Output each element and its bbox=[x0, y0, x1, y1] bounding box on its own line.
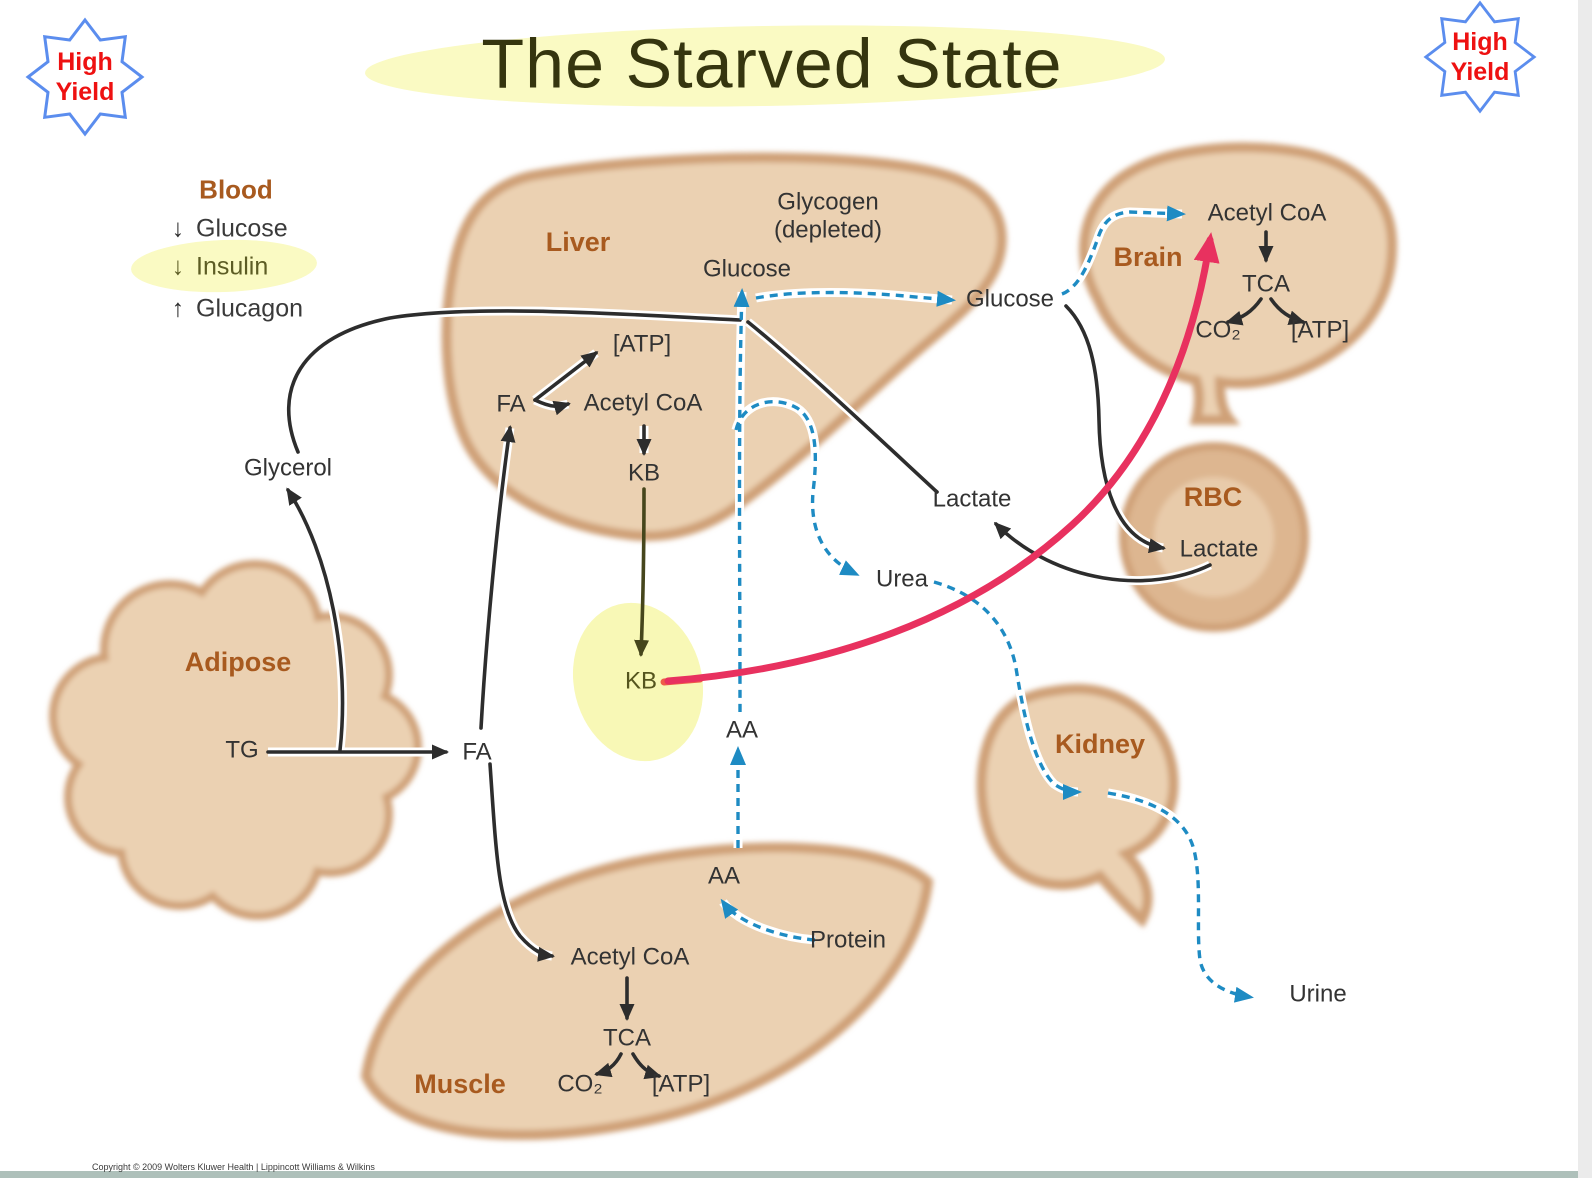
label-aa-blood: AA bbox=[725, 716, 759, 744]
label-glycerol: Glycerol bbox=[243, 454, 333, 482]
insulin-highlight bbox=[131, 239, 317, 293]
label-kidney-name: Kidney bbox=[1054, 728, 1146, 759]
label-brain-name: Brain bbox=[1113, 241, 1183, 272]
highlighter-marks bbox=[131, 25, 1165, 762]
label-muscle-atp: [ATP] bbox=[651, 1070, 711, 1098]
label-liver-fa: FA bbox=[496, 390, 526, 418]
badge-text-line: Yield bbox=[55, 78, 115, 106]
label-brain-tca: TCA bbox=[1242, 270, 1290, 298]
label-brain-acetyl-coa: Acetyl CoA bbox=[1207, 199, 1327, 227]
starburst-icon bbox=[1423, 0, 1537, 114]
liver-shape bbox=[441, 152, 1007, 542]
high-yield-badge-left: High Yield bbox=[25, 17, 145, 137]
high-yield-badge-right: High Yield bbox=[1421, 0, 1539, 114]
label-liver-glycogen-depleted: (depleted) bbox=[773, 216, 883, 244]
adipose-shape bbox=[49, 560, 422, 920]
label-muscle-tca: TCA bbox=[603, 1024, 651, 1052]
blood-item-glucose: ↓ Glucose bbox=[168, 215, 288, 244]
starburst-icon bbox=[25, 17, 145, 137]
label-muscle-co2: CO₂ bbox=[557, 1070, 603, 1098]
page-title: The Starved State bbox=[481, 24, 1063, 103]
blood-item-insulin: ↓ Insulin bbox=[168, 252, 269, 282]
label-liver-glucose: Glucose bbox=[702, 255, 792, 283]
blood-item-label: Insulin bbox=[196, 252, 269, 281]
copyright-text: Copyright © 2009 Wolters Kluwer Health |… bbox=[92, 1162, 375, 1172]
label-urine: Urine bbox=[1289, 980, 1347, 1008]
label-liver-atp: [ATP] bbox=[612, 330, 672, 358]
label-liver-name: Liver bbox=[545, 226, 611, 257]
label-rbc-name: RBC bbox=[1183, 481, 1243, 512]
brain-shape bbox=[1079, 142, 1398, 425]
down-arrow-icon: ↓ bbox=[171, 252, 185, 281]
label-glucose-blood: Glucose bbox=[965, 285, 1055, 313]
up-arrow-icon: ↑ bbox=[171, 294, 185, 323]
title-highlight bbox=[365, 25, 1165, 107]
label-brain-co2: CO₂ bbox=[1195, 316, 1241, 344]
label-muscle-name: Muscle bbox=[414, 1068, 506, 1099]
label-rbc-lactate: Lactate bbox=[1179, 535, 1259, 563]
label-kb-blood: KB bbox=[624, 667, 658, 695]
label-liver-acetyl-coa: Acetyl CoA bbox=[583, 389, 703, 417]
footer-bar bbox=[0, 1171, 1578, 1178]
blood-panel-heading: Blood bbox=[199, 174, 273, 205]
label-urea: Urea bbox=[875, 565, 929, 593]
label-adipose-tg: TG bbox=[225, 736, 259, 764]
down-arrow-icon: ↓ bbox=[171, 214, 185, 243]
blood-item-label: Glucagon bbox=[196, 294, 304, 323]
badge-text-line: High bbox=[57, 48, 113, 76]
label-liver-glycogen: Glycogen bbox=[777, 188, 879, 216]
label-muscle-aa: AA bbox=[707, 862, 741, 890]
blood-item-label: Glucose bbox=[196, 214, 288, 243]
blood-item-glucagon: ↑ Glucagon bbox=[168, 295, 303, 324]
badge-text-line: High bbox=[1452, 28, 1508, 56]
label-protein: Protein bbox=[809, 926, 887, 954]
label-adipose-name: Adipose bbox=[184, 646, 292, 677]
right-edge-strip bbox=[1578, 0, 1592, 1178]
label-lactate-blood: Lactate bbox=[932, 485, 1012, 513]
kb-highlight bbox=[572, 602, 704, 762]
badge-text-line: Yield bbox=[1450, 58, 1510, 86]
label-fa-blood: FA bbox=[462, 738, 492, 766]
label-muscle-acetyl-coa: Acetyl CoA bbox=[570, 943, 690, 971]
arrows bbox=[266, 210, 1305, 1078]
label-brain-atp: [ATP] bbox=[1290, 316, 1350, 344]
label-liver-kb: KB bbox=[627, 459, 661, 487]
